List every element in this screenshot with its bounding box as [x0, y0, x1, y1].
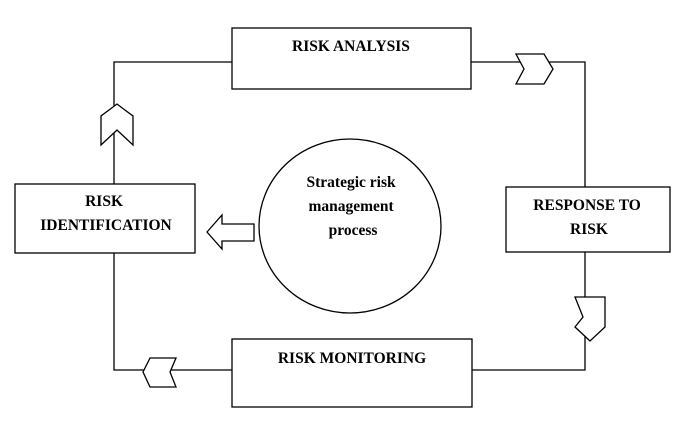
- node-center-circle: [258, 138, 442, 314]
- block-arrow-left-icon: [206, 213, 255, 251]
- chevron-right-icon: [514, 53, 554, 85]
- node-risk-analysis-box: [231, 27, 472, 90]
- node-center-label: Strategic risk management process: [307, 174, 400, 239]
- node-risk-monitoring-label: RISK MONITORING: [278, 350, 426, 367]
- node-response-to-risk-label: RESPONSE TO RISK: [533, 197, 644, 238]
- edge-analysis-to-response: [471, 61, 586, 187]
- chevron-left-icon: [142, 357, 177, 388]
- edge-monitoring-to-identification: [113, 253, 232, 371]
- chevron-down-icon: [574, 296, 606, 342]
- node-risk-identification-label: RISK IDENTIFICATION: [40, 193, 172, 234]
- chevron-up-icon: [100, 103, 134, 147]
- edge-identification-to-analysis: [113, 61, 232, 184]
- node-risk-analysis-label: RISK ANALYSIS: [292, 38, 410, 55]
- node-risk-monitoring-box: [231, 338, 473, 408]
- node-response-to-risk-box: [505, 186, 671, 253]
- edge-response-to-monitoring: [472, 252, 586, 371]
- node-risk-identification-box: [14, 183, 196, 254]
